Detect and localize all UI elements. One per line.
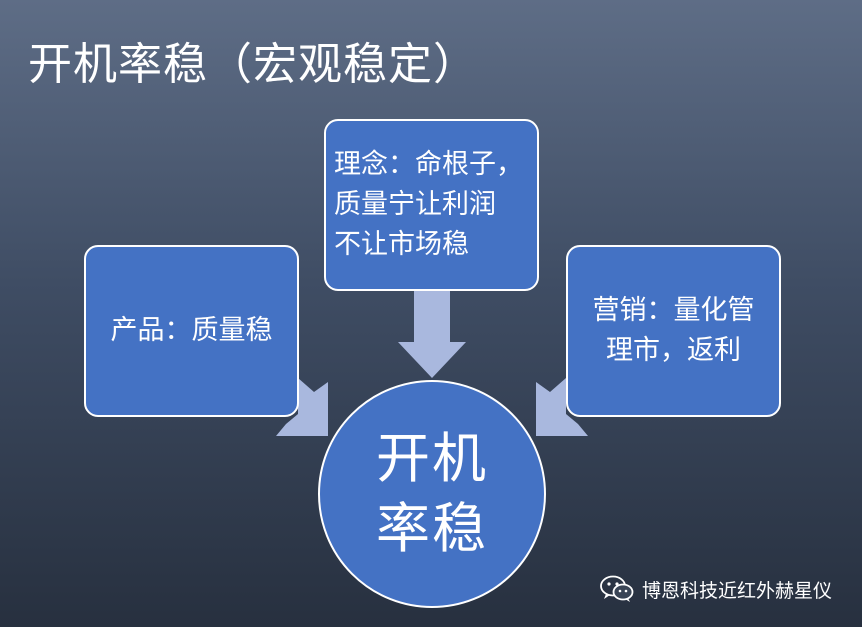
- footer-watermark: 博恩科技近红外赫星仪: [600, 575, 832, 603]
- arrow-right-down-icon: [536, 378, 588, 436]
- product-text: 产品：质量稳: [110, 315, 273, 346]
- product-box: 产品：质量稳: [84, 245, 299, 417]
- arrow-left-down-icon: [276, 378, 328, 436]
- concept-text: 理念：命根子， 质量宁让利润 不让市场稳: [334, 149, 523, 260]
- footer-text: 博恩科技近红外赫星仪: [641, 579, 832, 602]
- slide-title: 开机率稳（宏观稳定）: [28, 39, 478, 90]
- marketing-box: 营销：量化管 理市，返利: [566, 245, 781, 417]
- center-circle: 开机 率稳: [318, 380, 546, 608]
- marketing-text: 营销：量化管 理市，返利: [592, 295, 755, 366]
- wechat-icon: [600, 575, 634, 602]
- arrow-down-icon: [398, 291, 466, 378]
- concept-box: 理念：命根子， 质量宁让利润 不让市场稳: [324, 119, 539, 291]
- center-text: 开机 率稳: [376, 427, 488, 560]
